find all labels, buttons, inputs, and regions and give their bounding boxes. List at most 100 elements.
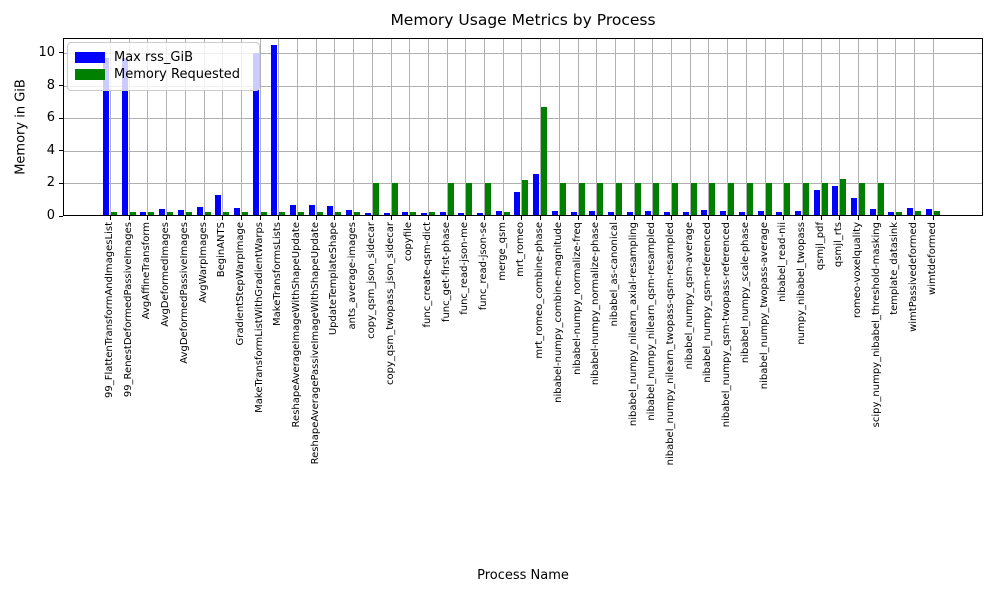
- x-tick-mark: [259, 216, 261, 220]
- vgridline: [689, 38, 691, 216]
- vgridline: [708, 38, 710, 216]
- bar-memory-requested: [746, 183, 753, 216]
- x-tick-label: func_read-json-se: [478, 222, 489, 311]
- vgridline: [895, 38, 897, 216]
- bar-max-rss: [757, 211, 764, 216]
- vgridline: [222, 38, 224, 216]
- vgridline: [110, 38, 111, 216]
- x-tick-mark: [278, 216, 280, 220]
- x-tick-label: copyfile: [403, 222, 415, 262]
- x-tick-mark: [409, 216, 411, 220]
- bar-max-rss: [832, 185, 839, 216]
- bar-memory-requested: [335, 211, 342, 216]
- bar-memory-requested: [709, 183, 716, 216]
- x-tick-mark: [203, 216, 205, 220]
- bar-memory-requested: [428, 211, 435, 216]
- x-tick-mark: [801, 216, 803, 220]
- bar-max-rss: [308, 205, 315, 216]
- bar-memory-requested: [877, 183, 884, 216]
- x-tick-label: MakeTransformsLists: [272, 222, 284, 326]
- y-tick-label: 6: [46, 110, 55, 126]
- x-tick-mark: [858, 216, 859, 220]
- vgridline: [446, 38, 448, 216]
- bar-memory-requested: [148, 211, 155, 216]
- vgridline: [932, 38, 934, 216]
- x-tick-mark: [147, 216, 149, 220]
- bar-memory-requested: [728, 183, 735, 216]
- x-tick-label: nibabel-numpy_normalize-freq: [571, 222, 583, 375]
- vgridline: [371, 38, 373, 216]
- x-tick-mark: [371, 216, 373, 220]
- bar-max-rss: [533, 174, 540, 216]
- bar-max-rss: [682, 211, 689, 216]
- x-tick-mark: [914, 216, 916, 220]
- bar-memory-requested: [615, 183, 622, 216]
- bar-memory-requested: [372, 183, 379, 216]
- vgridline: [577, 38, 579, 216]
- x-tick-label: func_create-qsm-dict: [421, 222, 433, 328]
- bar-max-rss: [121, 57, 128, 216]
- bar-memory-requested: [447, 183, 454, 216]
- legend-entry-memory-requested: Memory Requested: [75, 66, 249, 83]
- x-tick-label: AvgWarpImages: [197, 222, 209, 303]
- bar-max-rss: [233, 207, 240, 216]
- vgridline: [801, 38, 803, 216]
- bar-max-rss: [570, 211, 577, 216]
- x-tick-label: 99_RenestDeformedPassiveImages: [122, 222, 134, 398]
- bar-max-rss: [813, 189, 820, 216]
- bar-memory-requested: [279, 211, 286, 216]
- bar-max-rss: [551, 211, 558, 216]
- bar-max-rss: [327, 206, 334, 216]
- bar-max-rss: [458, 212, 465, 216]
- hgridline-6: [63, 118, 983, 120]
- x-tick-label: copy_qsm_json_sidecar: [365, 222, 377, 339]
- x-tick-label: template_datasink: [889, 222, 901, 315]
- vgridline: [297, 38, 298, 216]
- bar-memory-requested: [503, 211, 510, 216]
- x-tick-mark: [558, 216, 560, 220]
- x-tick-mark: [334, 216, 336, 220]
- vgridline: [858, 38, 859, 216]
- vgridline: [745, 38, 747, 216]
- bar-max-rss: [738, 211, 745, 216]
- hgridline-10: [63, 52, 983, 54]
- x-tick-label: AvgAffineTransform: [141, 222, 153, 320]
- bar-memory-requested: [672, 183, 678, 216]
- x-tick-mark: [353, 216, 355, 220]
- x-tick-mark: [689, 216, 691, 220]
- x-tick-mark: [745, 216, 747, 220]
- x-tick-mark: [297, 216, 298, 220]
- bar-memory-requested: [653, 183, 660, 216]
- bar-memory-requested: [765, 183, 772, 216]
- bar-max-rss: [851, 198, 857, 216]
- bar-memory-requested: [784, 183, 791, 216]
- legend-label-max-rss: Max rss_GiB: [114, 50, 194, 65]
- x-tick-label: qsmjl_pdf: [814, 222, 826, 271]
- legend-swatch-max-rss: [75, 52, 105, 63]
- x-tick-label: ants_average-images: [347, 222, 359, 330]
- x-tick-mark: [820, 216, 822, 220]
- vgridline: [315, 38, 317, 216]
- bar-max-rss: [607, 211, 614, 216]
- x-tick-label: nibabel_numpy_nilearn_qsm-resampled: [646, 222, 658, 421]
- x-tick-mark: [577, 216, 579, 220]
- x-tick-mark: [727, 216, 729, 220]
- bar-max-rss: [645, 211, 652, 216]
- x-tick-label: qsmjl_rts: [833, 222, 845, 268]
- x-tick-label: mrt_romeo: [515, 222, 527, 277]
- bar-max-rss: [626, 211, 633, 216]
- x-tick-label: BeginANTS: [216, 222, 228, 278]
- x-tick-label: GradientStepWarpImage: [234, 222, 246, 346]
- vgridline: [427, 38, 429, 216]
- x-tick-label: nibabel_numpy_nilearn_twopass-qsm-resamp…: [665, 222, 676, 466]
- vgridline: [727, 38, 729, 216]
- bar-memory-requested: [597, 183, 604, 216]
- bar-max-rss: [794, 211, 801, 216]
- x-tick-mark: [128, 216, 130, 220]
- x-tick-mark: [222, 216, 224, 220]
- x-tick-label: numpy_nibabel_twopass: [795, 222, 807, 345]
- x-tick-label: func_get-first-phase: [440, 222, 452, 323]
- bar-memory-requested: [485, 183, 491, 216]
- x-tick-mark: [614, 216, 616, 220]
- bar-max-rss: [495, 211, 502, 216]
